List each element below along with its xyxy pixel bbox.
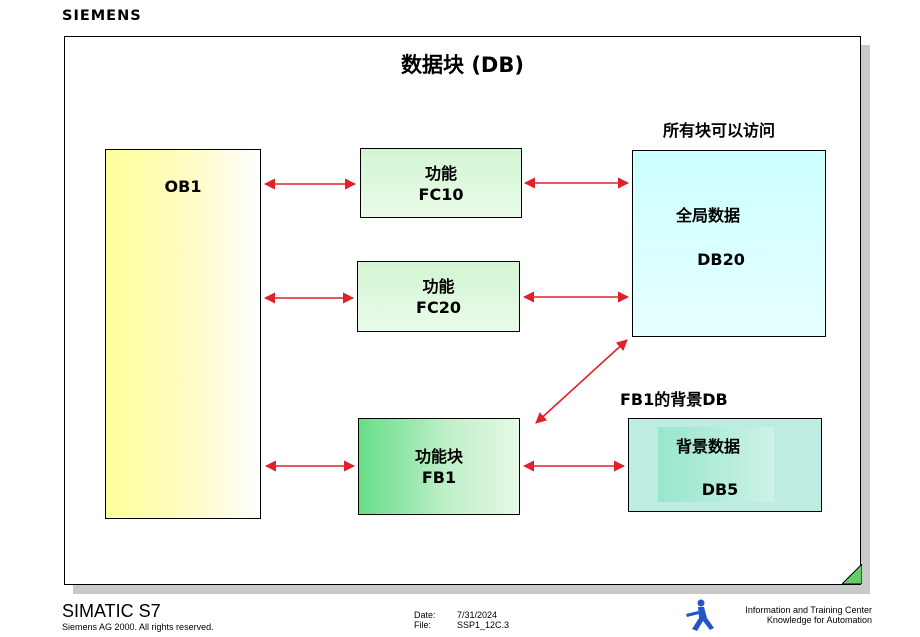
footer-date-label: Date: bbox=[414, 610, 436, 620]
page-corner-icon bbox=[842, 564, 862, 584]
training-center-logo-icon bbox=[686, 599, 714, 631]
footer-copyright: Siemens AG 2000. All rights reserved. bbox=[62, 622, 214, 632]
db20-caption: 所有块可以访问 bbox=[662, 121, 775, 140]
footer-center-line1: Information and Training Center bbox=[745, 605, 872, 615]
db5-caption: FB1的背景DB bbox=[620, 390, 728, 409]
db5-label-1: 背景数据 bbox=[675, 437, 740, 456]
db20-label-2: DB20 bbox=[697, 250, 745, 269]
fb1-label-1: 功能块 bbox=[414, 447, 463, 466]
db5-label-2: DB5 bbox=[701, 480, 739, 499]
fc10-label-2: FC10 bbox=[418, 185, 464, 204]
footer-product: SIMATIC S7 bbox=[62, 601, 161, 621]
db20-label-1: 全局数据 bbox=[675, 206, 740, 225]
fb1-label-2: FB1 bbox=[421, 468, 457, 487]
slide-title: 数据块 (DB) bbox=[401, 53, 524, 77]
footer-date-value: 7/31/2024 bbox=[457, 610, 498, 620]
fc20-block bbox=[357, 261, 520, 332]
footer-center-line2: Knowledge for Automation bbox=[766, 615, 872, 625]
ob1-block bbox=[105, 149, 261, 519]
db5-inner-panel bbox=[658, 427, 774, 502]
fc10-block bbox=[360, 148, 522, 218]
footer-file-value: SSP1_12C.3 bbox=[457, 620, 510, 630]
fc20-label-1: 功能 bbox=[422, 277, 455, 296]
siemens-logo: SIEMENS bbox=[62, 8, 142, 24]
fc20-label-2: FC20 bbox=[416, 298, 461, 317]
footer-file-label: File: bbox=[414, 620, 432, 630]
db20-block bbox=[632, 150, 826, 337]
ob1-label: OB1 bbox=[164, 177, 202, 196]
fc10-label-1: 功能 bbox=[424, 164, 457, 183]
fb1-block bbox=[358, 418, 520, 515]
